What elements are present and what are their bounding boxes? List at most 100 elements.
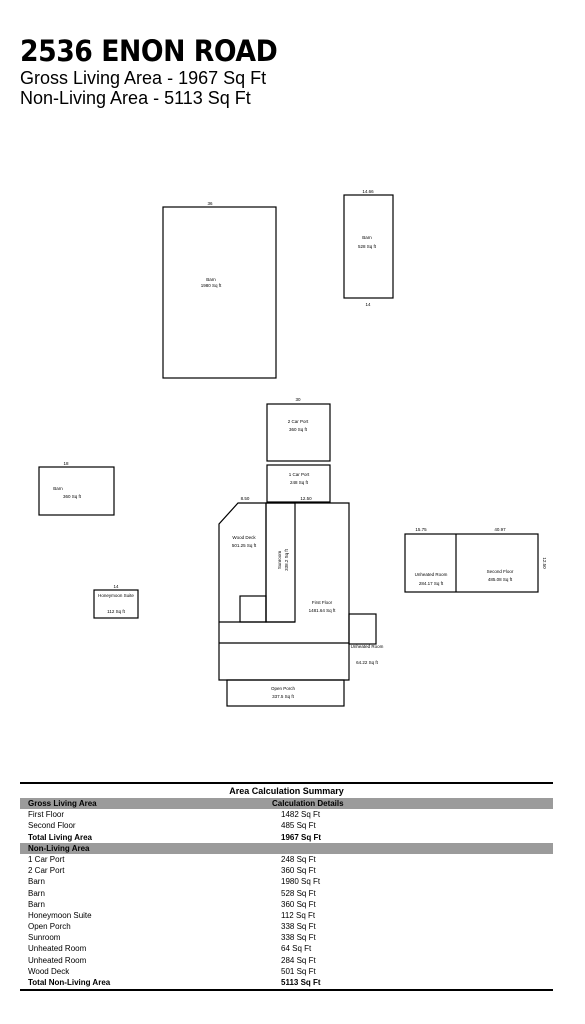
barn-right-dim-top: 14.66	[362, 189, 374, 194]
calculation-details-header: Calculation Details	[272, 799, 344, 808]
row-value: 528 Sq Ft	[281, 888, 316, 898]
row-label: Barn	[28, 899, 45, 909]
unheated-small-label: Unheated Room	[351, 644, 384, 649]
row-label: Sunroom	[28, 933, 61, 943]
row-label: Barn	[28, 888, 45, 898]
carport1-area: 248 Sq ft	[290, 480, 309, 485]
barn-small-dim: 18	[63, 461, 69, 466]
carport2-label: 2 Car Port	[288, 419, 309, 424]
row-value: 64 Sq Ft	[281, 944, 312, 954]
barn-right-dim-bottom: 14	[365, 302, 371, 307]
row-label: Second Floor	[28, 821, 76, 831]
table-row: Unheated Room 64 Sq Ft	[20, 943, 553, 954]
dim-house-top: 12.50	[300, 496, 312, 501]
row-value: 248 Sq Ft	[281, 854, 316, 864]
non-living-area-line: Non-Living Area - 5113 Sq Ft	[20, 88, 251, 108]
dim-deck-top: 8.50	[241, 496, 250, 501]
second-floor-area: 485.08 Sq ft	[488, 577, 513, 582]
gross-living-area-line: Gross Living Area - 1967 Sq Ft	[20, 68, 267, 88]
barn-right-label: Barn	[362, 235, 372, 240]
row-label: Open Porch	[28, 922, 71, 932]
unheated-right-label: Unheated Room	[415, 572, 448, 577]
open-porch-outline	[226, 679, 345, 707]
non-living-header-row: Non-Living Area	[20, 842, 553, 854]
row-label: First Floor	[28, 810, 64, 820]
barn-large-dim: 36	[207, 201, 213, 206]
total-non-living-row: Total Non-Living Area 5113 Sq Ft	[20, 977, 553, 988]
table-row: Open Porch 338 Sq Ft	[20, 921, 553, 932]
table-row: Honeymoon Suite 112 Sq Ft	[20, 910, 553, 921]
header: 2536 ENON ROAD Gross Living Area - 1967 …	[20, 34, 300, 108]
unheated-right-outline	[404, 533, 539, 593]
dim-right-side: 12.50	[542, 557, 547, 569]
summary-top-rule	[20, 782, 553, 784]
table-row: First Floor 1482 Sq Ft	[20, 809, 553, 820]
barn-large-outline	[162, 206, 277, 379]
table-row: Barn 528 Sq Ft	[20, 888, 553, 899]
table-row: Wood Deck 501 Sq Ft	[20, 966, 553, 977]
unheated-right-area: 284.17 Sq ft	[419, 581, 444, 586]
open-porch-area: 337.5 Sq ft	[272, 694, 295, 699]
wood-deck-label: Wood Deck	[232, 535, 256, 540]
table-row: 2 Car Port 360 Sq Ft	[20, 865, 553, 876]
dim-right-top-b: 40.97	[494, 527, 506, 532]
house-outline	[218, 502, 350, 681]
table-row: Sunroom 338 Sq Ft	[20, 932, 553, 943]
table-row: Second Floor 485 Sq Ft	[20, 820, 553, 831]
carport2-area: 360 Sq ft	[289, 427, 308, 432]
row-value: 112 Sq Ft	[281, 910, 316, 920]
row-label: Total Non-Living Area	[28, 978, 111, 987]
row-value: 338 Sq Ft	[281, 933, 316, 943]
unheated-small-area: 64.22 Sq ft	[356, 660, 379, 665]
row-label: Barn	[28, 877, 45, 887]
sunroom-area: 338.2 Sq ft	[284, 548, 289, 571]
gross-living-header-row: Gross Living Area Calculation Details	[20, 798, 553, 810]
first-floor-area: 1481.64 Sq ft	[309, 608, 337, 613]
gross-living-header: Gross Living Area	[28, 799, 97, 808]
row-label: Honeymoon Suite	[28, 910, 92, 920]
barn-right-area: 528 Sq ft	[358, 244, 377, 249]
row-value: 1482 Sq Ft	[281, 810, 321, 820]
carport1-label: 1 Car Port	[289, 472, 310, 477]
carport2-dim: 30	[295, 397, 301, 402]
row-value: 1980 Sq Ft	[281, 877, 321, 887]
row-value: 360 Sq Ft	[281, 866, 316, 876]
barn-right-outline	[343, 194, 394, 299]
row-value: 360 Sq Ft	[281, 899, 316, 909]
barn-small-outline	[38, 466, 115, 516]
total-living-row: Total Living Area 1967 Sq Ft	[20, 832, 553, 843]
sunroom-label: Sunroom	[277, 551, 282, 570]
area-summary-table: Area Calculation Summary Gross Living Ar…	[20, 782, 553, 992]
wood-deck-area: 501.25 Sq ft	[232, 543, 257, 548]
table-row: Barn 1980 Sq Ft	[20, 876, 553, 887]
unheated-small-outline	[348, 613, 377, 645]
honeymoon-dim: 14	[113, 584, 119, 589]
summary-bottom-rule	[20, 989, 553, 992]
page-title: 2536 ENON ROAD	[20, 34, 278, 68]
row-label: Unheated Room	[28, 944, 87, 954]
open-porch-label: Open Porch	[271, 686, 296, 691]
dim-right-top-a: 15.75	[415, 527, 427, 532]
row-label: Unheated Room	[28, 955, 87, 965]
row-value: 338 Sq Ft	[281, 922, 316, 932]
barn-large-area: 1980 Sq ft	[201, 283, 222, 288]
second-floor-label: Second Floor	[487, 569, 514, 574]
carport1-outline	[266, 464, 331, 503]
row-value: 501 Sq Ft	[281, 966, 316, 976]
row-label: Wood Deck	[28, 966, 70, 976]
row-label: 2 Car Port	[28, 866, 65, 876]
row-value: 5113 Sq Ft	[281, 978, 321, 987]
summary-title: Area Calculation Summary	[229, 786, 344, 796]
honeymoon-label: Honeymoon Suite	[98, 593, 134, 598]
row-value: 485 Sq Ft	[281, 821, 316, 831]
non-living-header: Non-Living Area	[28, 843, 90, 853]
barn-small-area: 360 Sq ft	[63, 494, 82, 499]
barn-small-label: Barn	[53, 486, 63, 491]
barn-large-label: Barn	[206, 277, 216, 282]
row-label: Total Living Area	[28, 832, 93, 842]
honeymoon-area: 112 Sq ft	[107, 609, 125, 614]
row-value: 1967 Sq Ft	[281, 832, 322, 842]
first-floor-label: First Floor	[312, 600, 333, 605]
